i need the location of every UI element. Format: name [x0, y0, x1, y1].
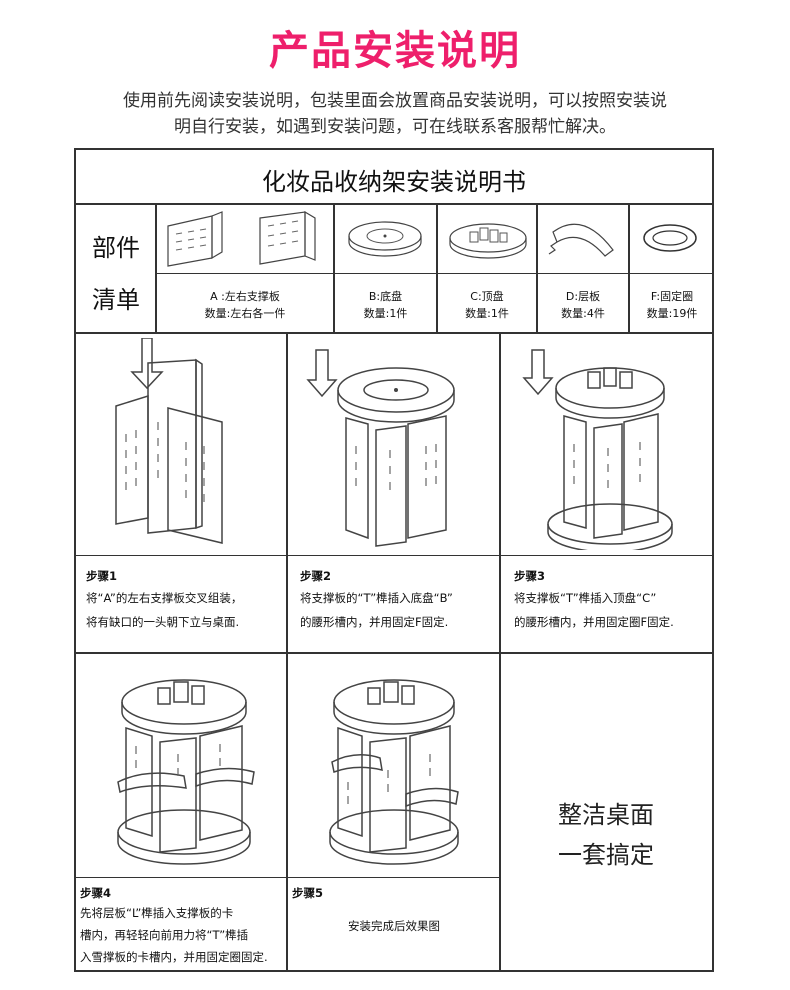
divider	[436, 203, 438, 332]
step4-illustration	[117, 679, 255, 865]
part-qty: 数量:左右各一件	[204, 307, 286, 320]
step-2-text: 步骤2 将支撑板的“T”榫插入底盘“B” 的腰形槽内，并用固定F固定.	[300, 566, 496, 634]
slogan-line-1: 整洁桌面	[558, 801, 654, 829]
doc-title: 化妆品收纳架安装说明书	[262, 168, 526, 196]
fixing-ring-icon	[643, 224, 697, 252]
step-title: 步骤4	[80, 886, 112, 900]
step-line: 先将层板“L”榫插入支撑板的卡	[80, 906, 234, 920]
shelf-board-icon	[548, 223, 614, 257]
step-3-text: 步骤3 将支撑板“T”榫插入顶盘“C” 的腰形槽内，并用固定圈F固定.	[514, 566, 710, 634]
step-line: 的腰形槽内，并用固定F固定.	[300, 615, 449, 629]
step1-illustration	[115, 338, 223, 544]
step-4-text: 步骤4 先将层板“L”榫插入支撑板的卡 槽内，再轻轻向前用力将“T”榫插 入雪撑…	[80, 884, 284, 968]
step-title: 步骤2	[300, 569, 332, 583]
parts-label: 部件	[92, 234, 140, 262]
intro-text: 使用前先阅读安装说明，包装里面会放置商品安装说明，可以按照安装说 明自行安装，如…	[60, 88, 730, 140]
part-name: F:固定圈	[650, 290, 694, 303]
step-title: 步骤3	[514, 569, 546, 583]
part-name: C:顶盘	[470, 290, 504, 303]
parts-label: 清单	[92, 286, 140, 314]
step5-illustration	[329, 679, 459, 865]
part-name: A :左右支撑板	[210, 290, 280, 303]
step-line: 将支撑板“T”榫插入顶盘“C”	[514, 591, 657, 605]
divider	[536, 203, 538, 332]
intro-line-2: 明自行安装，如遇到安装问题，可在线联系客服帮忙解决。	[174, 117, 616, 137]
base-tray-icon	[348, 221, 422, 257]
part-qty: 数量:1件	[363, 307, 408, 320]
divider	[333, 203, 335, 332]
divider	[155, 273, 714, 274]
part-b: B:底盘 数量:1件	[335, 288, 436, 322]
instruction-sheet	[74, 148, 714, 972]
divider	[74, 555, 714, 556]
step-1-text: 步骤1 将“A”的左右支撑板交叉组装， 将有缺口的一头朝下立与桌面.	[86, 566, 282, 634]
part-qty: 数量:4件	[561, 307, 605, 320]
top-tray-icon	[449, 223, 527, 259]
part-qty: 数量:19件	[646, 307, 698, 320]
step-line: 将有缺口的一头朝下立与桌面.	[86, 615, 240, 629]
slogan-line-2: 一套搞定	[558, 841, 654, 869]
step-line: 的腰形槽内，并用固定圈F固定.	[514, 615, 674, 629]
page-title: 产品安装说明	[269, 28, 521, 74]
divider	[286, 332, 288, 972]
slogan: 整洁桌面 一套搞定	[500, 795, 712, 875]
part-c: C:顶盘 数量:1件	[438, 288, 536, 322]
part-name: D:层板	[565, 290, 601, 303]
support-panels-icon	[167, 210, 316, 267]
step-line: 入雪撑板的卡槽内，并用固定圈固定.	[80, 950, 268, 964]
intro-line-1: 使用前先阅读安装说明，包装里面会放置商品安装说明，可以按照安装说	[123, 91, 667, 111]
step2-illustration	[306, 349, 455, 547]
divider	[628, 203, 630, 332]
divider	[74, 203, 714, 205]
part-d: D:层板 数量:4件	[538, 288, 628, 322]
divider	[74, 332, 714, 334]
step-line: 将支撑板的“T”榫插入底盘“B”	[300, 591, 453, 605]
part-a: A :左右支撑板 数量:左右各一件	[157, 288, 333, 322]
divider	[74, 652, 714, 654]
step-line: 安装完成后效果图	[348, 919, 440, 933]
step-title: 步骤1	[86, 569, 118, 583]
step-title: 步骤5	[292, 886, 324, 900]
divider	[499, 332, 501, 972]
part-f: F:固定圈 数量:19件	[630, 288, 714, 322]
step-line: 将“A”的左右支撑板交叉组装，	[86, 591, 243, 605]
step-line: 槽内，再轻轻向前用力将“T”榫插	[80, 928, 249, 942]
step3-illustration	[522, 349, 673, 550]
step-5-text: 步骤5 安装完成后效果图	[292, 884, 496, 938]
part-name: B:底盘	[368, 290, 403, 303]
part-qty: 数量:1件	[465, 307, 509, 320]
divider	[155, 203, 157, 332]
